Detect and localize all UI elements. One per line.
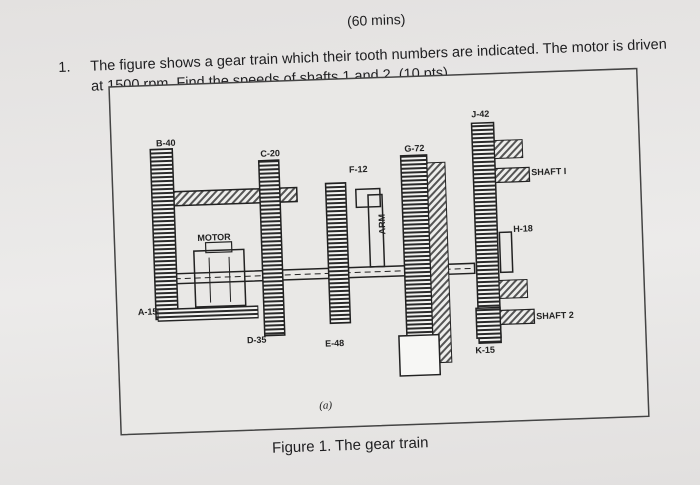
time-limit: (60 mins) xyxy=(346,10,406,30)
gear-a xyxy=(157,305,259,322)
question-1: 1. The figure shows a gear train which t… xyxy=(58,33,700,95)
question-number: 1. xyxy=(58,59,71,76)
label-gear-f: F-12 xyxy=(349,164,368,175)
label-gear-g: G-72 xyxy=(404,143,424,154)
motor-body xyxy=(193,248,247,308)
label-arm: ARM xyxy=(377,214,388,235)
label-gear-e: E-48 xyxy=(325,338,344,349)
label-gear-k: K-15 xyxy=(475,345,495,356)
label-motor: MOTOR xyxy=(197,232,231,243)
shaft-2 xyxy=(499,308,536,326)
arm xyxy=(367,193,386,268)
label-subfigure-a: (a) xyxy=(319,399,333,411)
label-gear-a: A-15 xyxy=(138,306,158,317)
gear-h xyxy=(498,231,514,274)
gear-j xyxy=(470,121,502,344)
figure-frame xyxy=(108,67,650,436)
gear-train-figure: B-40 C-20 F-12 G-72 J-42 H-18 A-15 D-35 … xyxy=(108,67,650,436)
label-gear-c: C-20 xyxy=(260,148,280,159)
gear-k xyxy=(475,306,502,340)
gear-train-diagram: B-40 C-20 F-12 G-72 J-42 H-18 A-15 D-35 … xyxy=(108,67,650,436)
shaft-1 xyxy=(494,166,531,184)
label-gear-d: D-35 xyxy=(247,335,267,346)
label-shaft-2: SHAFT 2 xyxy=(536,310,574,321)
label-gear-h: H-18 xyxy=(513,223,533,234)
gear-c xyxy=(257,159,286,337)
gear-e xyxy=(324,181,352,325)
label-gear-j: J-42 xyxy=(471,109,489,120)
figure-caption: Figure 1. The gear train xyxy=(271,434,429,457)
label-shaft-1: SHAFT I xyxy=(531,166,566,177)
label-gear-b: B-40 xyxy=(156,138,176,149)
